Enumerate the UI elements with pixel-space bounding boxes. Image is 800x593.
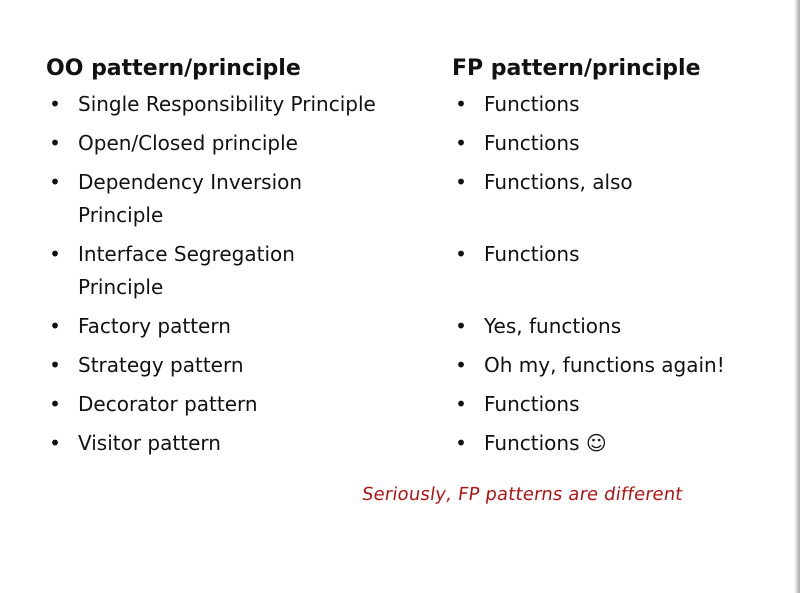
bullet-icon: • [455, 392, 467, 416]
fp-item-text: Yes, functions [484, 314, 622, 338]
oo-item-text: Visitor pattern [78, 431, 221, 455]
fp-item-text: Functions ☺ [484, 431, 607, 455]
fp-column: FP pattern/principle • Functions • Funct… [452, 56, 792, 466]
bullet-icon: • [455, 92, 467, 116]
oo-list-item: • Decorator pattern [46, 388, 436, 427]
oo-item-text: Interface Segregation Principle [78, 242, 295, 299]
bullet-icon: • [455, 170, 467, 194]
fp-list: • Functions • Functions • Functions, als… [452, 88, 792, 466]
bullet-icon: • [49, 131, 61, 155]
oo-list-item: • Dependency Inversion Principle [46, 166, 436, 238]
oo-item-text: Open/Closed principle [78, 131, 298, 155]
bullet-icon: • [455, 431, 467, 455]
oo-item-text: Strategy pattern [78, 353, 244, 377]
fp-list-item: • Functions [452, 88, 792, 127]
oo-list-item: • Visitor pattern [46, 427, 436, 466]
fp-list-item: • Functions [452, 238, 792, 310]
handwritten-note: Seriously, FP patterns are different [360, 484, 685, 505]
oo-column: OO pattern/principle • Single Responsibi… [46, 56, 436, 466]
fp-list-item: • Yes, functions [452, 310, 792, 349]
oo-list: • Single Responsibility Principle • Open… [46, 88, 436, 466]
oo-item-text: Single Responsibility Principle [78, 92, 376, 116]
bullet-icon: • [49, 314, 61, 338]
oo-list-item: • Strategy pattern [46, 349, 436, 388]
bullet-icon: • [49, 353, 61, 377]
bullet-icon: • [455, 353, 467, 377]
slide-edge-shadow [794, 0, 800, 593]
oo-list-item: • Interface Segregation Principle [46, 238, 436, 310]
oo-item-text: Decorator pattern [78, 392, 258, 416]
oo-item-text: Factory pattern [78, 314, 231, 338]
bullet-icon: • [49, 392, 61, 416]
fp-list-item: • Functions ☺ [452, 427, 792, 466]
oo-list-item: • Open/Closed principle [46, 127, 436, 166]
bullet-icon: • [49, 431, 61, 455]
fp-list-item: • Functions [452, 127, 792, 166]
bullet-icon: • [49, 170, 61, 194]
fp-item-text: Functions, also [484, 170, 633, 194]
bullet-icon: • [49, 242, 61, 266]
bullet-icon: • [49, 92, 61, 116]
bullet-icon: • [455, 314, 467, 338]
fp-list-item: • Functions [452, 388, 792, 427]
fp-item-text: Functions [484, 392, 580, 416]
fp-list-item: • Oh my, functions again! [452, 349, 792, 388]
oo-column-header: OO pattern/principle [46, 56, 301, 81]
fp-item-text: Oh my, functions again! [484, 353, 725, 377]
oo-list-item: • Single Responsibility Principle [46, 88, 436, 127]
oo-item-text: Dependency Inversion Principle [78, 170, 303, 227]
fp-list-item: • Functions, also [452, 166, 792, 238]
oo-list-item: • Factory pattern [46, 310, 436, 349]
fp-item-text: Functions [484, 242, 580, 266]
fp-item-text: Functions [484, 92, 580, 116]
bullet-icon: • [455, 242, 467, 266]
fp-column-header: FP pattern/principle [452, 56, 701, 81]
fp-item-text: Functions [484, 131, 580, 155]
bullet-icon: • [455, 131, 467, 155]
